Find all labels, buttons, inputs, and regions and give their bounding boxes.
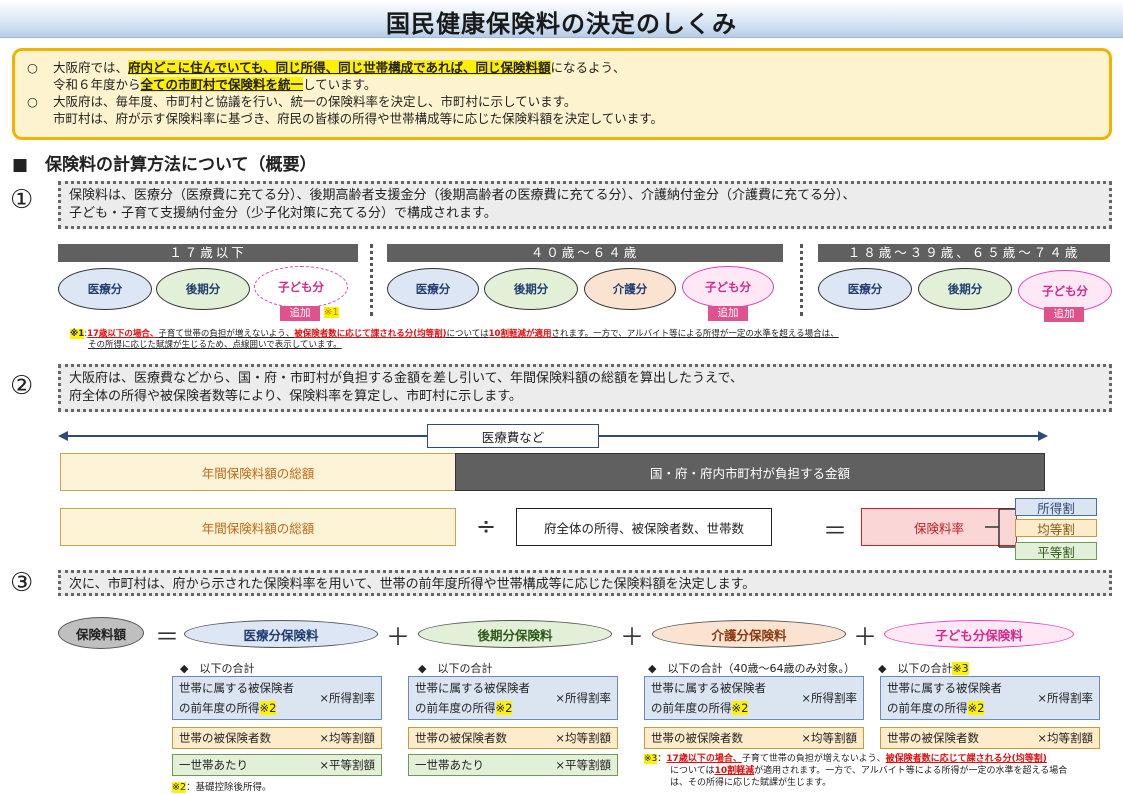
iryo-oval: 医療分 bbox=[58, 268, 152, 310]
medical-cost-label: 医療費など bbox=[427, 424, 599, 448]
intro-line-4: 市町村は、府が示す保険料率に基づき、府民の皆様の所得や世帯構成等に応じた保険料額… bbox=[53, 111, 664, 126]
income-cell: 世帯に属する被保険者の前年度の所得※2 ×所得割率 bbox=[172, 676, 382, 720]
rate-per-capita: 均等割 bbox=[1015, 519, 1097, 537]
equals-icon: ＝ bbox=[823, 517, 847, 545]
step-3-line: 次に、市町村は、府から示された保険料率を用いて、世帯の前年度所得や世帯構成等に応… bbox=[69, 577, 756, 592]
step-2-line-1: 大阪府は、医療費などから、国・府・市町村が負担する金額を差し引いて、年間保険料額… bbox=[69, 371, 744, 386]
step-3-number: ③ bbox=[10, 568, 34, 598]
step-2-box: 大阪府は、医療費などから、国・府・市町村が負担する金額を差し引いて、年間保険料額… bbox=[58, 364, 1112, 412]
kodomo-oval: 子ども分 bbox=[254, 266, 348, 308]
kodomo-premium: 子ども分保険料 bbox=[884, 620, 1074, 648]
plus-icon: ＋ bbox=[853, 623, 877, 651]
intro-line-3: 大阪府は、毎年度、市町村と協議を行い、統一の保険料率を決定し、市町村に示していま… bbox=[53, 94, 577, 109]
age-group-17-under: １７歳以下 bbox=[58, 244, 362, 262]
kodomo-oval: 子ども分 bbox=[682, 266, 774, 308]
tsuika-badge: 追加 bbox=[1044, 307, 1084, 322]
step-1-line-2: 子ども・子育て支援納付金分（少子化対策に充てる分）で構成されます。 bbox=[69, 206, 497, 221]
tsuika-badge: 追加 bbox=[708, 306, 748, 321]
kaigo-premium: 介護分保険料 bbox=[652, 620, 846, 648]
bracket-icon bbox=[985, 508, 1015, 548]
iryo-oval: 医療分 bbox=[387, 268, 479, 310]
section-heading: ■ 保険料の計算方法について（概要） bbox=[12, 155, 317, 175]
col-3-heading: ◆ 以下の合計（40歳～64歳のみ対象。） bbox=[648, 662, 855, 675]
rate-per-household: 平等割 bbox=[1015, 542, 1097, 560]
kouki-oval: 後期分 bbox=[484, 268, 578, 310]
iryo-premium: 医療分保険料 bbox=[184, 620, 378, 648]
step-2-line-2: 府全体の所得や被保険者数等により、保険料率を算定し、市町村に示します。 bbox=[69, 389, 522, 404]
equals-icon: ＝ bbox=[155, 623, 179, 651]
plus-icon: ＋ bbox=[620, 623, 644, 651]
annual-total-box: 年間保険料額の総額 bbox=[60, 453, 456, 491]
basis-box: 府全体の所得、被保険者数、世帯数 bbox=[516, 508, 772, 546]
count-cell: 世帯の被保険者数×均等割額 bbox=[172, 727, 382, 749]
kouki-premium: 後期分保険料 bbox=[418, 620, 612, 648]
public-burden-box: 国・府・府内市町村が負担する金額 bbox=[455, 453, 1045, 491]
intro-line-2: 令和６年度から全ての市町村で保険料を統一しています。 bbox=[53, 77, 377, 92]
rate-income: 所得割 bbox=[1015, 498, 1097, 516]
bullet-icon: ○ bbox=[27, 60, 38, 75]
step-1-box: 保険料は、医療分（医療費に充てる分）、後期高齢者支援金分（後期高齢者の医療費に充… bbox=[58, 181, 1112, 229]
step-3-box: 次に、市町村は、府から示された保険料率を用いて、世帯の前年度所得や世帯構成等に応… bbox=[58, 570, 1112, 596]
household-cell: 一世帯あたり×平等割額 bbox=[408, 754, 618, 776]
annual-total-box-2: 年間保険料額の総額 bbox=[60, 508, 456, 546]
note-1: ※1:17歳以下の場合、子育て世帯の負担が増えないよう、被保険者数に応じて課され… bbox=[70, 329, 839, 350]
household-cell: 一世帯あたり×平等割額 bbox=[172, 754, 382, 776]
note-3: ※3：17歳以下の場合、子育て世帯の負担が増えないよう、被保険者数に応じて課され… bbox=[644, 754, 1068, 788]
kouki-oval: 後期分 bbox=[918, 268, 1012, 310]
bullet-icon: ○ bbox=[27, 94, 38, 109]
step-1-line-1: 保険料は、医療分（医療費に充てる分）、後期高齢者支援金分（後期高齢者の医療費に充… bbox=[69, 188, 856, 203]
col-2-heading: ◆ 以下の合計 bbox=[418, 662, 493, 675]
income-cell: 世帯に属する被保険者の前年度の所得※2 ×所得割率 bbox=[408, 676, 618, 720]
page-title: 国民健康保険料の決定のしくみ bbox=[386, 10, 737, 38]
step-1-number: ① bbox=[10, 185, 34, 215]
note-2: ※2：基礎控除後所得。 bbox=[172, 782, 272, 793]
premium-label: 保険料額 bbox=[58, 617, 144, 649]
kouki-oval: 後期分 bbox=[156, 268, 250, 310]
divider bbox=[800, 244, 803, 316]
age-group-40-64: ４０歳～６４歳 bbox=[387, 244, 787, 262]
count-cell: 世帯の被保険者数×均等割額 bbox=[644, 727, 864, 749]
col-4-heading: ◆ 以下の合計※3 bbox=[878, 662, 969, 675]
tsuika-badge: 追加 bbox=[280, 306, 320, 321]
title-bar: 国民健康保険料の決定のしくみ bbox=[0, 0, 1123, 38]
plus-icon: ＋ bbox=[386, 623, 410, 651]
kodomo-oval: 子ども分 bbox=[1018, 270, 1112, 312]
divider bbox=[370, 244, 373, 316]
col-1-heading: ◆ 以下の合計 bbox=[180, 662, 255, 675]
income-cell: 世帯に属する被保険者の前年度の所得※2 ×所得割率 bbox=[880, 676, 1100, 720]
count-cell: 世帯の被保険者数×均等割額 bbox=[408, 727, 618, 749]
kaigo-oval: 介護分 bbox=[584, 268, 676, 310]
divide-icon: ÷ bbox=[476, 512, 497, 540]
count-cell: 世帯の被保険者数×均等割額 bbox=[880, 727, 1100, 749]
age-group-18-39-65-74: １８歳～３９歳、６５歳～７４歳 bbox=[818, 244, 1114, 262]
step-2-number: ② bbox=[10, 371, 34, 401]
iryo-oval: 医療分 bbox=[818, 268, 912, 310]
note-mark-1: ※1 bbox=[324, 307, 339, 318]
income-cell: 世帯に属する被保険者の前年度の所得※2 ×所得割率 bbox=[644, 676, 864, 720]
intro-box: ○ 大阪府では、府内どこに住んでいても、同じ所得、同じ世帯構成であれば、同じ保険… bbox=[12, 48, 1112, 140]
intro-line-1: 大阪府では、府内どこに住んでいても、同じ所得、同じ世帯構成であれば、同じ保険料額… bbox=[53, 60, 626, 75]
